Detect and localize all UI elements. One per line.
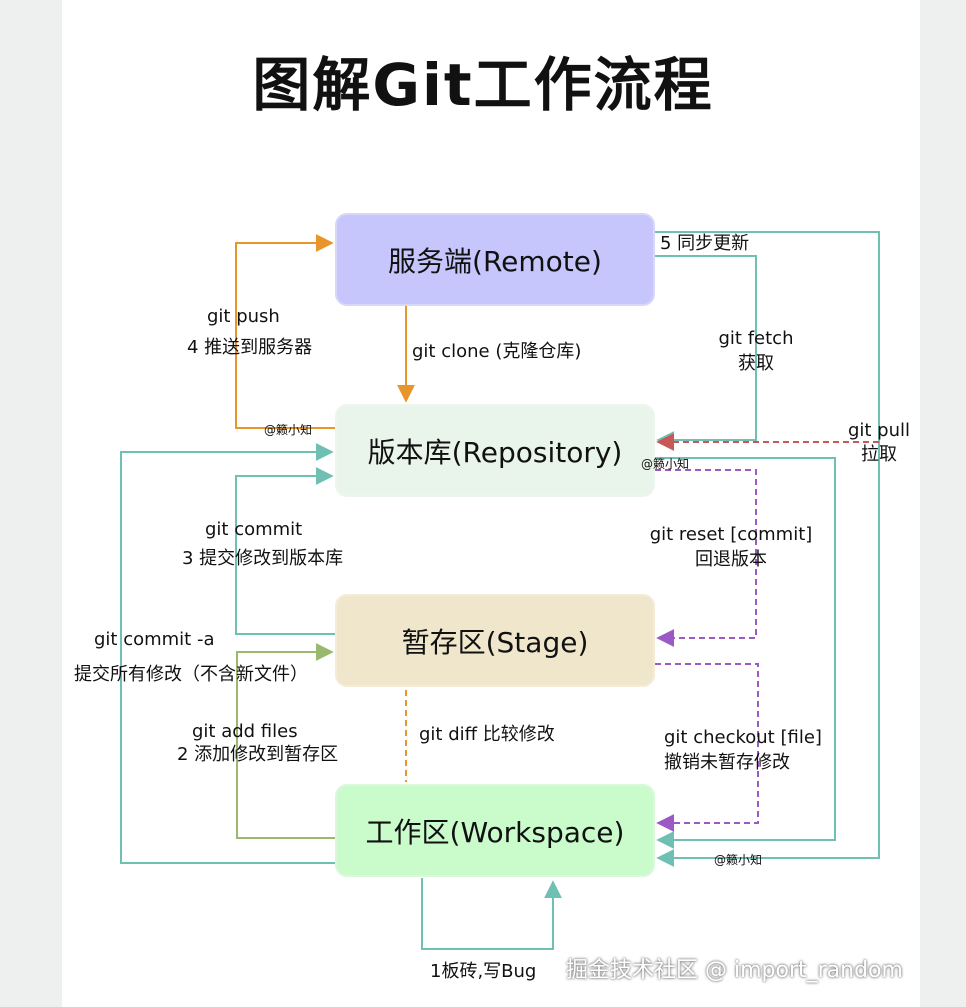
arrow-sync <box>655 231 880 867</box>
label-commit-a-cmd: git commit -a <box>94 629 215 650</box>
label-commit-a-desc: 提交所有修改（不含新文件） <box>74 664 308 685</box>
arrow-commit-a <box>120 443 335 864</box>
arrow-fetch <box>655 255 757 449</box>
label-work-loop: 1板砖,写Bug <box>430 961 537 982</box>
arrow-repo-to-work <box>655 457 836 849</box>
node-workspace: 工作区(Workspace) <box>335 784 655 877</box>
watermark-1: @籁小知 <box>264 423 313 437</box>
label-checkout-cmd: git checkout [file] <box>664 727 822 748</box>
arrow-checkout <box>655 663 759 832</box>
watermark-2: @籁小知 <box>641 457 690 471</box>
label-checkout-desc: 撤销未暂存修改 <box>664 752 790 773</box>
brand-watermark: 掘金技术社区 @ import_random <box>566 958 903 983</box>
label-fetch-cmd: git fetch <box>718 328 794 349</box>
page-title: 图解Git工作流程 <box>252 51 714 119</box>
node-repository: 版本库(Repository) <box>335 404 655 497</box>
label-pull-desc: 拉取 <box>861 444 897 465</box>
label-commit-desc: 3 提交修改到版本库 <box>182 548 344 569</box>
arrow-push <box>235 234 335 429</box>
label-add-cmd: git add files <box>192 721 298 742</box>
label-reset-desc: 回退版本 <box>695 549 767 570</box>
label-push-cmd: git push <box>207 306 280 327</box>
label-sync: 5 同步更新 <box>660 233 750 254</box>
label-pull-cmd: git pull <box>847 420 911 441</box>
label-commit-cmd: git commit <box>205 519 303 540</box>
label-fetch-desc: 获取 <box>738 353 774 374</box>
node-remote: 服务端(Remote) <box>335 213 655 306</box>
arrow-reset <box>655 469 757 647</box>
arrow-add <box>236 643 335 839</box>
arrow-work-loop <box>421 878 562 950</box>
label-clone: git clone (克隆仓库) <box>412 341 582 362</box>
node-stage: 暂存区(Stage) <box>335 594 655 687</box>
label-add-desc: 2 添加修改到暂存区 <box>177 744 339 765</box>
watermark-3: @籁小知 <box>714 853 763 867</box>
label-push-desc: 4 推送到服务器 <box>187 337 313 358</box>
label-reset-cmd: git reset [commit] <box>649 524 813 545</box>
arrow-commit <box>235 467 335 635</box>
label-diff: git diff 比较修改 <box>419 724 555 745</box>
